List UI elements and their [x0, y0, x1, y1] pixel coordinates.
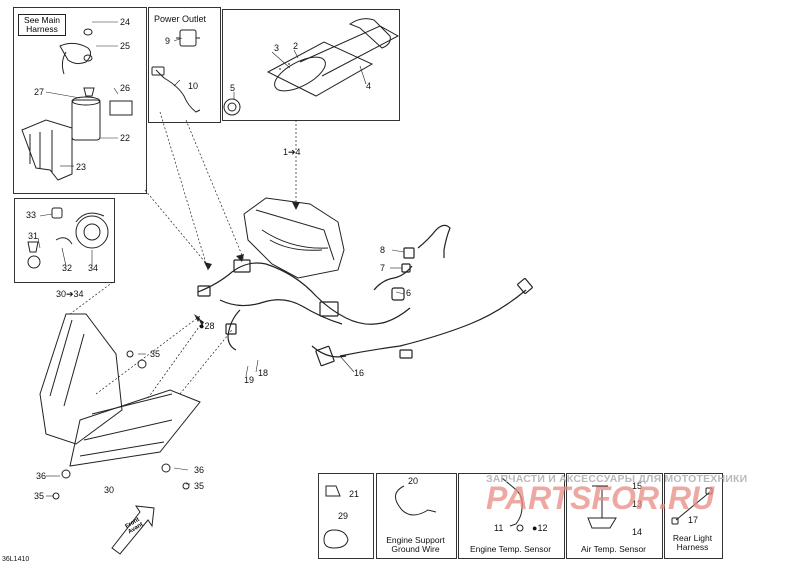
callout-7[interactable]: 7 — [380, 263, 386, 273]
bulb-drawing — [27, 207, 109, 269]
callout-26[interactable]: 26 — [120, 83, 131, 93]
callout-2[interactable]: 2 — [293, 41, 299, 51]
headlight-drawing — [39, 313, 201, 500]
callout-12-text: 12 — [537, 523, 548, 533]
reference-code: 36L1410 — [2, 556, 30, 563]
callout-30-to-34[interactable]: 30➔34 — [56, 289, 84, 299]
callout-31[interactable]: 31 — [28, 231, 39, 241]
callout-28-text: 28 — [204, 321, 215, 331]
callout-1-to-4[interactable]: 1➔4 — [283, 147, 301, 157]
callout-34[interactable]: 34 — [88, 263, 99, 273]
callout-29[interactable]: 29 — [338, 511, 349, 521]
callout-23[interactable]: 23 — [76, 162, 87, 172]
callout-33[interactable]: 33 — [26, 210, 37, 220]
callout-35-c[interactable]: 35 — [34, 491, 45, 501]
callout-35-b[interactable]: 35 — [194, 481, 205, 491]
caption-air-temp: Air Temp. Sensor — [580, 544, 647, 554]
callout-15[interactable]: 15 — [632, 481, 643, 491]
callout-21[interactable]: 21 — [349, 489, 360, 499]
box-rear-light — [664, 473, 723, 559]
callout-8[interactable]: 8 — [380, 245, 386, 255]
arrow-tips — [194, 202, 300, 326]
callout-6[interactable]: 6 — [406, 288, 412, 298]
gauge-cluster-drawing — [223, 18, 400, 116]
callout-20[interactable]: 20 — [408, 476, 419, 486]
callout-30[interactable]: 30 — [104, 485, 115, 495]
callout-22[interactable]: 22 — [120, 133, 131, 143]
box-main-harness — [13, 7, 147, 194]
wiring-harness-drawing — [197, 224, 533, 367]
caption-rear-light: Rear Light Harness — [672, 533, 713, 552]
caption-ground-wire: Engine Support Ground Wire — [386, 535, 445, 554]
callout-25[interactable]: 25 — [120, 41, 131, 51]
callout-16[interactable]: 16 — [354, 368, 365, 378]
callout-35-a[interactable]: 35 — [150, 349, 161, 359]
callout-36-a[interactable]: 36 — [36, 471, 47, 481]
drop-icon: ● — [199, 321, 205, 331]
callout-32[interactable]: 32 — [62, 263, 73, 273]
callout-11[interactable]: 11 — [494, 523, 504, 533]
callout-36-b[interactable]: 36 — [194, 465, 205, 475]
callout-3[interactable]: 3 — [274, 43, 280, 53]
callout-10[interactable]: 10 — [188, 81, 199, 91]
callout-14[interactable]: 14 — [632, 527, 643, 537]
fuse-holder-drawing — [21, 28, 133, 181]
callout-18[interactable]: 18 — [258, 368, 269, 378]
drop-icon: ● — [532, 523, 538, 533]
box-power-outlet — [148, 7, 221, 123]
power-outlet-drawing — [151, 29, 201, 113]
callout-12[interactable]: ●12 — [532, 524, 547, 533]
detail-parts-drawing — [323, 477, 713, 549]
box-engine-temp — [458, 473, 565, 559]
watermark-logo: PARTSFOR.RU — [486, 480, 715, 516]
caption-engine-temp: Engine Temp. Sensor — [469, 544, 552, 554]
callout-28[interactable]: ●28 — [199, 322, 214, 331]
front-arrow[interactable] — [111, 505, 155, 555]
callout-13[interactable]: 13 — [632, 499, 643, 509]
callout-9[interactable]: 9 — [165, 36, 171, 46]
box-ground-wire — [376, 473, 457, 559]
watermark-text: ЗАПЧАСТИ И АКСЕССУАРЫ ДЛЯ МОТОТЕХНИКИ — [486, 473, 748, 485]
box-air-temp — [566, 473, 663, 559]
callout-19[interactable]: 19 — [244, 375, 255, 385]
box-clamp — [318, 473, 374, 559]
callout-27[interactable]: 27 — [34, 87, 45, 97]
leader-lines — [69, 111, 297, 399]
see-main-harness-label[interactable]: See Main Harness — [18, 14, 66, 36]
callout-5[interactable]: 5 — [230, 83, 236, 93]
callout-17[interactable]: 17 — [688, 515, 699, 525]
instrument-housing-drawing — [243, 197, 345, 279]
box-gauge — [222, 9, 400, 121]
callout-leaders — [37, 21, 405, 497]
box-headlight-bulb — [14, 198, 115, 283]
power-outlet-title: Power Outlet — [154, 14, 207, 24]
callout-4[interactable]: 4 — [366, 81, 372, 91]
callout-24[interactable]: 24 — [120, 17, 131, 27]
